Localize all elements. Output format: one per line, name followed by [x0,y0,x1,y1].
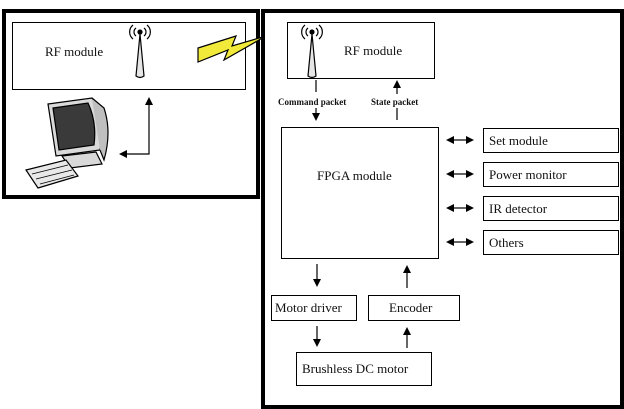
motor-driver-label: Motor driver [275,300,342,315]
host-rf-module-label: RF module [45,44,104,59]
peripheral-label: IR detector [489,201,548,216]
state-packet-label: State packet [371,97,419,107]
peripheral-label: Set module [489,133,548,148]
fpga-module-label: FPGA module [317,168,392,183]
peripheral-label: Others [489,235,524,250]
motor-driver-box [271,295,357,321]
peripheral-others [483,230,619,255]
fpga-module-box [281,127,439,259]
peripheral-power-monitor [483,162,619,187]
peripheral-label: Power monitor [489,167,567,182]
robot-rf-module-label: RF module [344,43,403,58]
encoder-box [368,295,460,321]
peripheral-ir-detector [483,196,619,221]
command-packet-label: Command packet [278,97,347,107]
peripheral-set-module [483,128,619,153]
brushless-motor-label: Brushless DC motor [302,361,409,376]
brushless-motor-box [296,352,432,386]
encoder-label: Encoder [389,300,433,315]
